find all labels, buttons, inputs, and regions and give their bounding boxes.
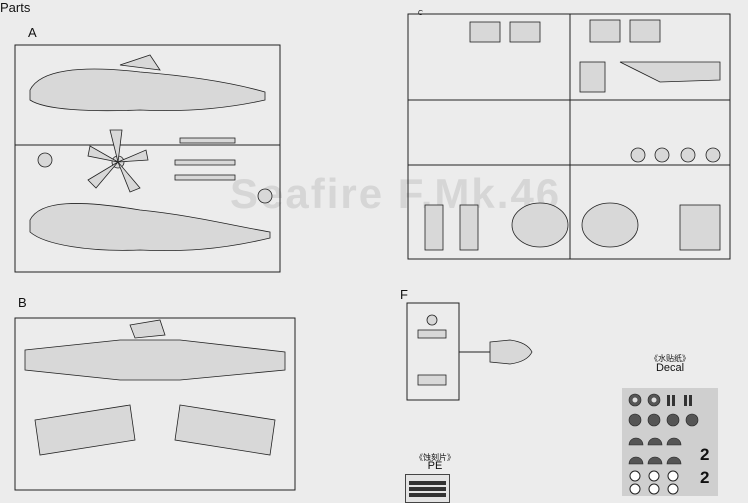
sprue-f-label: F [400,287,408,302]
decal-number-2: 2 [700,468,710,487]
decal-label: Decal [655,362,685,374]
sprue-b-label: B [18,295,27,310]
decal-number-2: 2 [700,445,710,464]
decal-sheet: 2 2 [622,388,718,496]
pe-label-cn: 《蚀刻片》 [415,453,455,462]
decal-label-cn: 《水贴纸》 [650,354,690,363]
sprue-a-label: A [28,25,37,40]
pe-fret [405,474,450,503]
page-title: Parts [0,0,31,15]
background-watermark: Seafire F.Mk.46 [230,170,562,217]
pe-label: PE [427,460,443,472]
